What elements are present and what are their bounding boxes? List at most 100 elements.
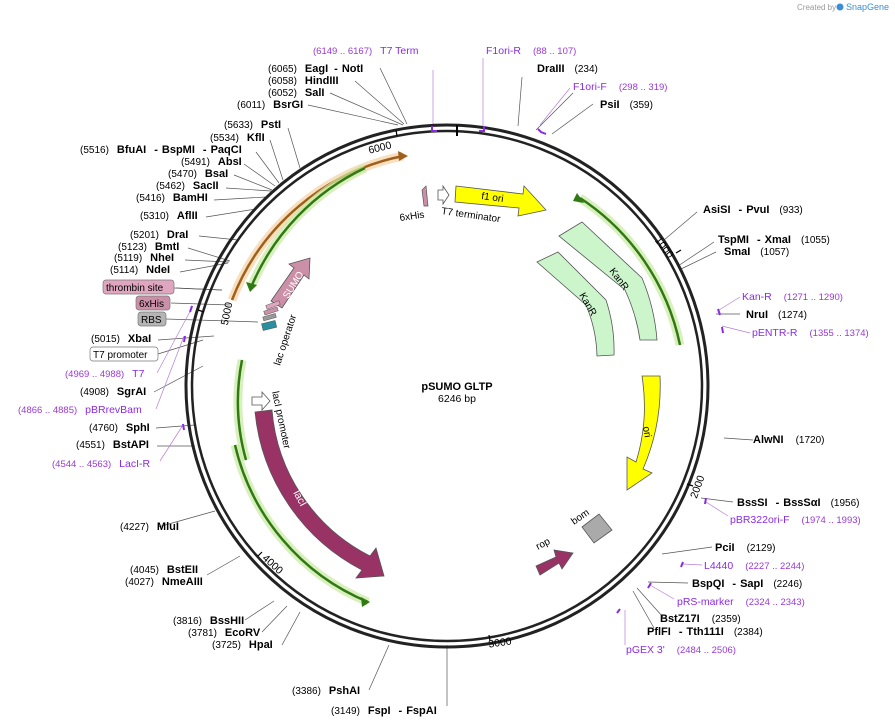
primer-kan-r: Kan-R(1271 .. 1290) — [742, 291, 843, 303]
lacI-promoter-arrow — [251, 390, 271, 412]
left-green-arc — [250, 166, 366, 286]
backbone-ring — [184, 123, 710, 649]
sixhis-label: 6xHis — [399, 210, 425, 224]
sixhis-site-mark — [263, 306, 279, 316]
enzyme-ndei: (5114)NdeI — [110, 264, 170, 276]
enzyme-bstz17i: BstZ17I(2359) — [660, 613, 741, 625]
bom-feature — [581, 513, 613, 544]
outer-arcs — [227, 151, 685, 607]
kanR-outer-feature — [558, 221, 658, 341]
rbs-label: RBS — [141, 315, 162, 326]
orange-arc — [230, 154, 404, 301]
t7-terminator-label: T7 terminator — [441, 206, 502, 225]
enzyme-bmti: (5123)BmtI — [118, 241, 179, 253]
snapgene-logo-icon — [836, 3, 844, 11]
primer-pbrrevbam: (4866 .. 4885)pBRrevBam — [18, 404, 142, 416]
enzyme-bamhi: (5416)BamHI — [136, 192, 208, 204]
kanR-inner-feature — [536, 251, 615, 357]
enzymes-right: DraIII(234) PsiI(359) AsiSI-PvuI(933) Ts… — [537, 63, 860, 638]
primer-prs-marker: pRS-marker(2324 .. 2343) — [677, 596, 805, 608]
t7-promoter-box — [89, 346, 159, 362]
rop-label: rop — [534, 536, 552, 553]
sumo-feature — [270, 257, 311, 309]
enzyme-alwni: AlwNI(1720) — [753, 434, 824, 446]
enzyme-fspi: (3149)FspI-FspAI — [331, 705, 437, 717]
enzyme-nhei: (5119)NheI — [114, 252, 174, 264]
enzyme-eagi-noti: (6065)EagI-NotI — [268, 63, 363, 75]
leader-lines — [153, 67, 754, 706]
enzyme-hindiii: (6058)HindIII — [268, 75, 339, 87]
t7-promoter-label: T7 promoter — [93, 350, 148, 361]
lacI-feature — [254, 409, 385, 579]
ori-feature — [626, 375, 661, 491]
thrombin-site-box — [102, 279, 175, 295]
enzyme-bsrgi: (6011)BsrGI — [237, 99, 303, 111]
enzyme-draiii: DraIII(234) — [537, 63, 598, 75]
primer-t7-term: (6149 .. 6167)T7 Term — [313, 45, 419, 57]
primer-leaders — [155, 58, 751, 645]
f1-ori-label: f1 ori — [481, 191, 505, 205]
primer-pentr-r: pENTR-R(1355 .. 1374) — [752, 327, 869, 339]
thrombin-site-mark — [265, 300, 281, 310]
rbs-site-mark — [262, 313, 277, 322]
lac-operator-mark — [261, 320, 278, 331]
primer-pbr322ori-f: pBR322ori-F(1974 .. 1993) — [730, 514, 861, 526]
f1-ori-feature — [454, 185, 547, 217]
enzyme-kfli: (5534)KflI — [210, 132, 265, 144]
lower-green-arc — [233, 444, 369, 604]
enzyme-tspmi-xmai: TspMI-XmaI(1055) — [718, 234, 830, 246]
enzyme-bfuai: (5516)BfuAI-BspMI-PaqCI — [80, 144, 242, 156]
enzyme-asisi-pvui: AsiSI-PvuI(933) — [703, 204, 803, 216]
plasmid-title: pSUMO GLTP 6246 bp — [421, 381, 492, 405]
enzyme-bspqi-sapi: BspQI-SapI(2246) — [692, 578, 802, 590]
enzyme-smai: SmaI(1057) — [724, 246, 789, 258]
enzyme-xbai: (5015)XbaI — [91, 333, 151, 345]
sixhis-box-label: 6xHis — [139, 299, 164, 310]
enzyme-ecorv: (3781)EcoRV — [188, 627, 261, 639]
features: 6xHis T7 terminator f1 ori KanR KanR ori… — [251, 184, 661, 579]
enzyme-sgrai: (4908)SgrAI — [80, 386, 146, 398]
enzymes-left: (6065)EagI-NotI (6058)HindIII (6052)SalI… — [76, 63, 437, 717]
enzyme-bsai: (5470)BsaI — [168, 168, 228, 180]
tick-3000: 3000 — [488, 635, 513, 650]
tick-5000: 5000 — [219, 301, 236, 326]
lac-operator-label: lac operator — [272, 313, 299, 367]
primer-t7: (4969 .. 4988)T7 — [65, 368, 145, 380]
primer-l4440: L4440(2227 .. 2244) — [704, 560, 804, 572]
sixhis-box — [135, 295, 171, 311]
enzyme-pshai: (3386)PshAI — [292, 685, 360, 697]
plasmid-name: pSUMO GLTP — [421, 381, 492, 393]
enzyme-pcii: PciI(2129) — [715, 542, 775, 554]
primer-f1ori-f: F1ori-F(298 .. 319) — [573, 81, 667, 93]
enzyme-psti: (5633)PstI — [224, 119, 281, 131]
plasmid-length: 6246 bp — [438, 393, 476, 405]
primer-marks — [182, 126, 724, 614]
enzyme-psii: PsiI(359) — [600, 99, 653, 111]
credit-brand: SnapGene — [846, 2, 889, 12]
ori-label: ori — [640, 426, 653, 439]
thrombin-site-label: thrombin site — [106, 283, 164, 294]
enzyme-hpai: (3725)HpaI — [212, 639, 273, 651]
rop-feature — [535, 549, 574, 576]
enzyme-sali: (6052)SalI — [268, 87, 324, 99]
enzyme-pflfi: PflFI-Tth111I(2384) — [647, 626, 763, 638]
sixhis-feature — [421, 185, 429, 207]
snapgene-credit: Created by SnapGene — [797, 2, 889, 12]
primer-pgex3: pGEX 3'(2484 .. 2506) — [626, 644, 736, 656]
enzyme-mlui: (4227)MluI — [120, 521, 179, 533]
enzyme-bsteii: (4045)BstEII — [130, 564, 198, 576]
enzyme-sphi: (4760)SphI — [89, 422, 150, 434]
rbs-box — [137, 311, 167, 327]
primer-laci-r: (4544 .. 4563)LacI-R — [52, 458, 150, 470]
credit-text: Created by — [797, 3, 836, 12]
primer-labels: (6149 .. 6167)T7 Term F1ori-R(88 .. 107)… — [18, 45, 869, 656]
feature-boxes: thrombin site 6xHis RBS T7 promoter — [89, 279, 175, 362]
enzyme-aflii: (5310)AflII — [140, 210, 198, 222]
primer-f1ori-r: F1ori-R(88 .. 107) — [486, 45, 576, 57]
t7-terminator-arrow — [437, 184, 450, 206]
enzyme-bstapi: (4551)BstAPI — [76, 439, 149, 451]
enzyme-sacii: (5462)SacII — [156, 180, 219, 192]
enzyme-absi: (5491)AbsI — [181, 156, 242, 168]
enzyme-drai: (5201)DraI — [130, 229, 188, 241]
